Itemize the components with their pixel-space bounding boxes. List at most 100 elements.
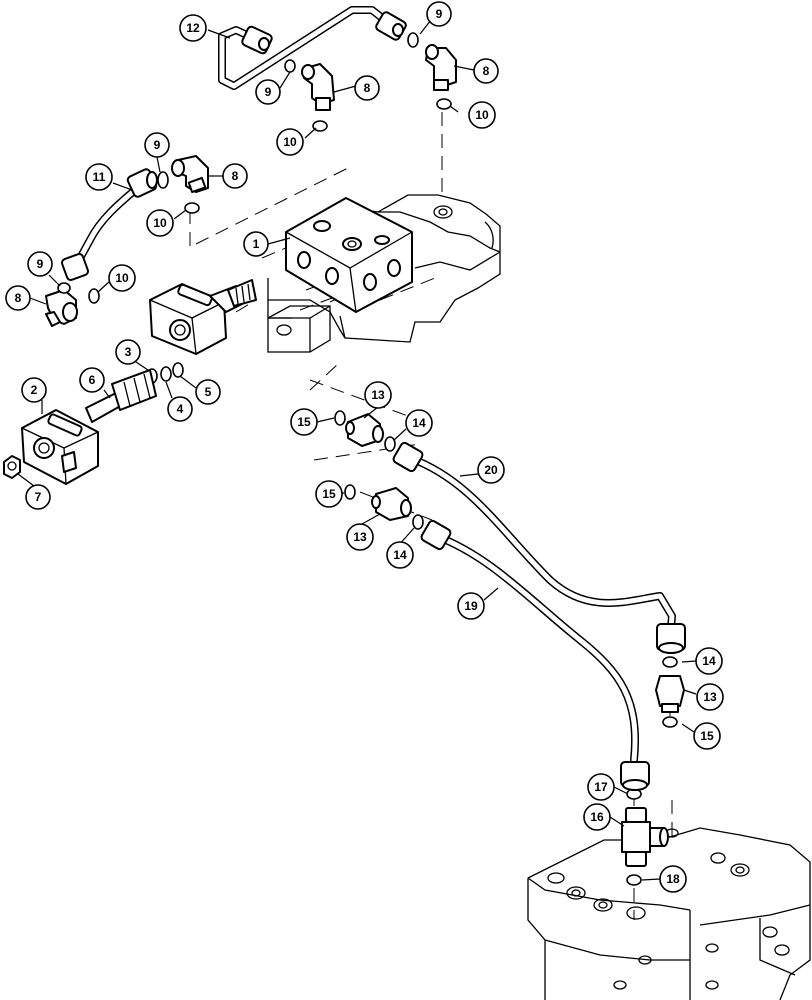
callout-11: 11 [85,163,113,191]
svg-text:5: 5 [205,385,212,399]
pipe-nut [126,168,158,198]
callout-13: 13 [346,523,374,551]
pipe-nut [241,25,273,55]
callout-9: 9 [426,1,452,27]
elbow-fitting [45,289,78,327]
pipe-20 [392,441,686,654]
pipe-11 [61,168,158,281]
svg-text:15: 15 [297,415,311,429]
elbow-fitting [171,155,209,194]
callout-15: 15 [693,722,721,750]
svg-text:2: 2 [31,383,38,397]
svg-text:3: 3 [125,345,132,359]
callout-8: 8 [354,75,380,101]
callout-3: 3 [115,339,141,365]
svg-text:16: 16 [590,810,604,824]
svg-text:13: 13 [371,388,385,402]
elbow-fitting [301,63,335,111]
callout-7: 7 [25,484,51,510]
solenoid-coil-2 [21,409,99,485]
nut-7 [3,455,21,479]
pipe-nut [375,11,407,41]
callout-13: 13 [696,683,724,711]
svg-text:4: 4 [177,402,184,416]
pipe-19 [420,519,650,791]
adapter-fitting [655,675,685,713]
callout-9: 9 [144,132,170,158]
callout-15: 15 [315,480,343,508]
callout-8: 8 [5,285,31,311]
solenoid-assembly [149,279,257,355]
callout-9: 9 [255,79,281,105]
tee-fitting-16 [621,807,669,867]
svg-text:9: 9 [265,85,272,99]
leader-lines [17,19,697,881]
callout-19: 19 [457,592,485,620]
svg-text:19: 19 [464,599,478,613]
o-rings [57,32,678,886]
svg-text:15: 15 [700,729,714,743]
svg-text:11: 11 [93,170,106,184]
callout-14: 14 [405,409,433,437]
callout-10: 10 [276,128,304,156]
pipe-12 [218,6,407,90]
svg-text:7: 7 [35,490,42,504]
callout-4: 4 [167,396,193,422]
callout-2: 2 [21,377,47,403]
callout-9: 9 [27,251,53,277]
svg-text:8: 8 [364,81,371,95]
callout-16: 16 [583,803,611,831]
mounting-block [267,305,331,353]
adapter-fitting [371,487,412,521]
svg-text:1: 1 [253,237,260,251]
svg-text:15: 15 [322,487,336,501]
svg-text:20: 20 [484,463,498,477]
callout-8: 8 [473,58,499,84]
pipe-nut [420,519,452,551]
pipe-nut [656,623,686,654]
elbow-fitting [425,44,457,91]
svg-text:10: 10 [475,108,489,122]
svg-text:14: 14 [702,654,716,668]
callout-15: 15 [290,408,318,436]
callout-5: 5 [195,379,221,405]
solenoid-stem-6 [85,369,157,423]
callout-6: 6 [79,367,105,393]
adapter-fitting [345,413,384,447]
callout-12: 12 [179,14,207,42]
callout-1: 1 [243,231,269,257]
callout-18: 18 [659,865,687,893]
svg-text:8: 8 [232,169,239,183]
pipe-nut [392,441,424,473]
callout-14: 14 [386,541,414,569]
svg-text:9: 9 [436,7,443,21]
svg-text:14: 14 [393,548,407,562]
callout-20: 20 [477,456,505,484]
svg-text:14: 14 [412,416,426,430]
valve-block-1 [285,197,413,313]
svg-text:18: 18 [666,872,680,886]
lower-valve-housing [527,827,811,1000]
callout-10: 10 [146,209,174,237]
svg-text:6: 6 [89,373,96,387]
callout-14: 14 [695,647,723,675]
svg-text:13: 13 [353,530,367,544]
svg-text:10: 10 [115,271,129,285]
svg-text:9: 9 [37,257,44,271]
callout-10: 10 [468,101,496,129]
pipe-nut [61,253,89,281]
callout-8: 8 [222,163,248,189]
svg-text:12: 12 [186,21,200,35]
callout-17: 17 [587,773,615,801]
svg-text:10: 10 [153,216,167,230]
callout-10: 10 [108,264,136,292]
pipe-nut [620,761,650,791]
svg-text:9: 9 [154,138,161,152]
svg-text:13: 13 [703,690,717,704]
svg-text:17: 17 [594,780,608,794]
svg-text:8: 8 [15,291,22,305]
callout-13: 13 [364,381,392,409]
svg-text:8: 8 [483,64,490,78]
svg-text:10: 10 [283,135,297,149]
